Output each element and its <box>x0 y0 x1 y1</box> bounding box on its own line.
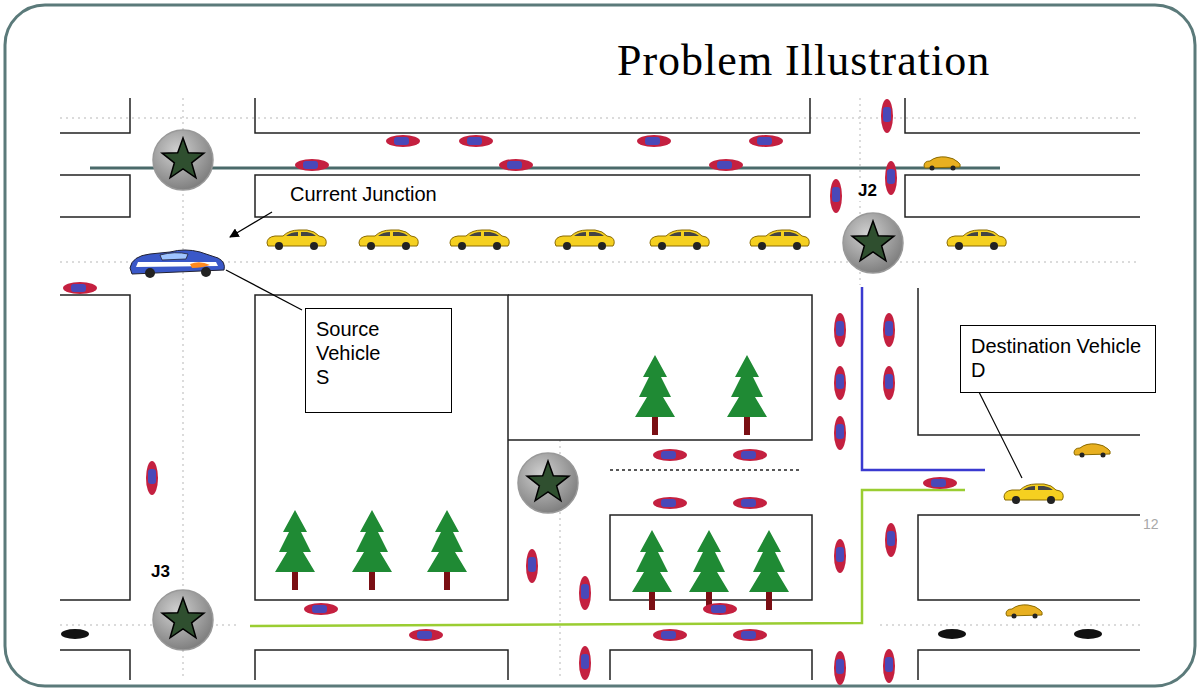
red-cars <box>63 99 957 685</box>
source-car <box>130 250 224 278</box>
junction-star <box>153 130 213 190</box>
car <box>637 135 671 147</box>
car <box>709 159 743 171</box>
car <box>883 366 895 400</box>
car <box>830 179 842 213</box>
leader-line <box>226 270 302 310</box>
car <box>834 313 846 347</box>
diagram-title: Problem Illustration <box>617 36 990 86</box>
tree <box>275 510 315 590</box>
car <box>653 497 687 509</box>
junction-label: J3 <box>150 562 171 582</box>
tree <box>352 510 392 590</box>
car <box>359 230 418 250</box>
car <box>459 135 493 147</box>
car <box>885 523 897 557</box>
dotted-line <box>610 469 800 471</box>
car <box>883 313 895 347</box>
car <box>295 159 329 171</box>
car <box>834 366 846 400</box>
page-number: 12 <box>1143 516 1159 532</box>
car <box>386 135 420 147</box>
junction-star <box>843 213 903 273</box>
leader-line <box>976 386 1022 478</box>
car <box>555 230 614 250</box>
car <box>924 157 960 171</box>
car <box>409 629 443 641</box>
car <box>733 449 767 461</box>
junction-label: J2 <box>857 181 878 201</box>
car <box>1006 605 1042 619</box>
car <box>579 646 591 680</box>
pointer-arrow <box>230 212 272 237</box>
car <box>834 416 846 450</box>
box-text: Source Vehicle S <box>316 317 391 389</box>
callout-box: Destination Vehicle D <box>960 325 1156 393</box>
junction-star <box>518 453 578 513</box>
car <box>883 649 895 683</box>
car <box>834 651 846 685</box>
green-route <box>250 490 965 626</box>
tree <box>689 530 729 610</box>
car <box>834 539 846 573</box>
tree <box>635 355 675 435</box>
destination-car <box>1004 484 1063 504</box>
tree <box>632 530 672 610</box>
car <box>947 230 1006 250</box>
car <box>885 161 897 195</box>
car <box>653 629 687 641</box>
car <box>749 135 783 147</box>
car <box>1074 444 1110 458</box>
frame <box>5 5 1195 686</box>
car <box>526 549 538 583</box>
tree <box>727 355 767 435</box>
car <box>499 159 533 171</box>
junction-stars <box>153 130 903 650</box>
car <box>733 497 767 509</box>
car <box>703 603 737 615</box>
box-text: Destination Vehicle D <box>971 334 1143 382</box>
car <box>650 230 709 250</box>
car <box>267 230 326 250</box>
car <box>450 230 509 250</box>
junction-callout: Current Junction <box>288 182 439 206</box>
parked-cars <box>61 629 1102 639</box>
car <box>733 629 767 641</box>
tree <box>749 530 789 610</box>
car <box>146 461 158 495</box>
tree <box>427 510 467 590</box>
car <box>923 477 957 489</box>
car <box>750 230 809 250</box>
callout-box: Source Vehicle S <box>305 308 452 413</box>
junction-star <box>153 590 213 650</box>
car <box>881 99 893 133</box>
car <box>579 576 591 610</box>
highway-line <box>90 167 1000 170</box>
car <box>653 449 687 461</box>
car <box>304 603 338 615</box>
car <box>63 282 97 294</box>
